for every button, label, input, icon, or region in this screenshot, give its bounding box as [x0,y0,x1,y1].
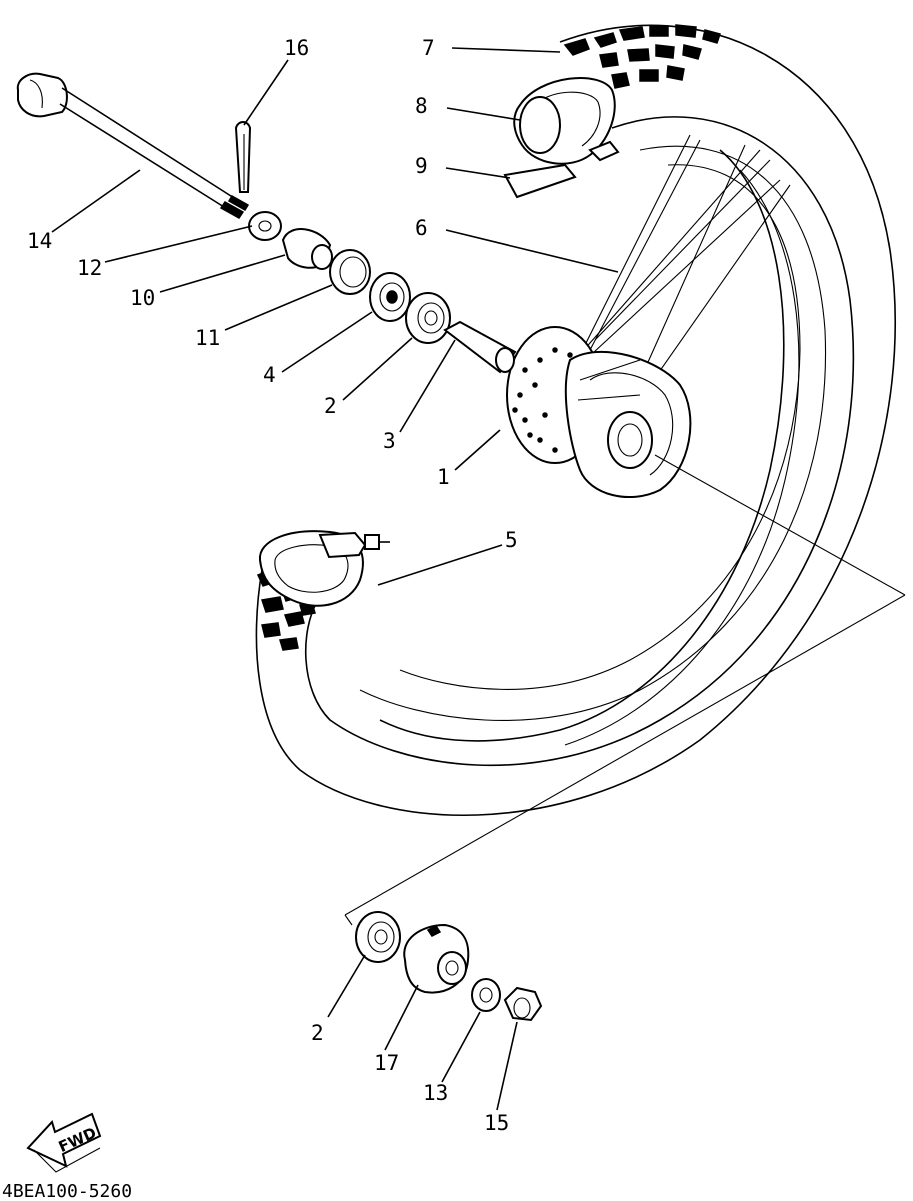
meter-drive-17 [403,923,470,994]
rim-band [503,140,620,199]
label-9: 9 [415,154,428,178]
hub [506,326,692,498]
diagram-code: 4BEA100-5260 [2,1181,132,1201]
label-11: 11 [195,326,220,350]
label-10: 10 [130,286,155,310]
label-13: 13 [423,1081,448,1105]
tire [255,24,896,816]
label-2-upper: 2 [324,394,337,418]
bearing-2-upper [405,292,451,344]
spokes [574,134,791,386]
label-15: 15 [484,1111,509,1135]
spacer-3 [443,320,517,374]
label-5: 5 [505,528,518,552]
axle [16,72,250,219]
washer-12 [248,211,282,241]
label-12: 12 [77,256,102,280]
label-2-lower: 2 [311,1021,324,1045]
fwd-arrow: FWD [26,1112,102,1173]
leader-lines [51,47,619,1111]
cotter-pin [234,121,252,193]
projection-lines [344,454,906,926]
tube [513,77,616,165]
label-17: 17 [374,1051,399,1075]
callout-labels: 16 7 8 9 6 14 12 10 11 4 2 3 1 5 2 17 13… [27,36,518,1135]
label-16: 16 [284,36,309,60]
oil-seal-11 [329,249,371,295]
label-4: 4 [263,363,276,387]
bearing-4 [369,272,411,322]
label-14: 14 [27,229,52,253]
label-7: 7 [422,36,435,60]
collar-10 [281,228,333,270]
rim [379,149,800,746]
label-3: 3 [383,429,396,453]
label-8: 8 [415,94,428,118]
label-1: 1 [437,465,450,489]
bearing-2-lower [355,911,401,963]
axle-nut-15 [503,986,543,1022]
label-6: 6 [415,216,428,240]
washer-13 [471,978,501,1012]
